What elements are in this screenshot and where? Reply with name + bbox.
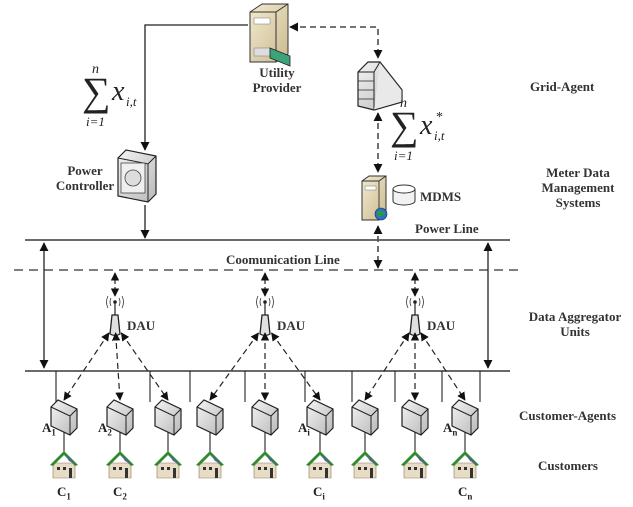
aggregate-schedule-formula: n ∑ i=1 x * i,t xyxy=(388,96,468,166)
dau-agent-link xyxy=(63,332,110,401)
antenna-icon xyxy=(256,295,274,315)
customer-agent-device-icon xyxy=(251,399,279,452)
utility-grid-agent-link xyxy=(289,22,383,59)
utility-to-controller-link xyxy=(140,24,248,151)
formula-variable: x xyxy=(112,76,125,107)
customer-agent-device-icon xyxy=(401,399,429,452)
utility-provider-server-icon xyxy=(249,3,291,67)
dau-unit-icon xyxy=(109,314,121,337)
dau-node xyxy=(256,272,274,337)
dau-label: DAU xyxy=(127,318,156,333)
mdms-label: MDMS xyxy=(420,189,462,204)
layer-dau-line1: Data Aggregator xyxy=(528,309,622,324)
power-controller-label: Power Controller xyxy=(55,163,115,193)
customer-agent-device-icon xyxy=(106,399,134,452)
grid-agent-server-icon xyxy=(357,61,403,111)
agent-label: A1 xyxy=(42,420,56,438)
antenna-icon xyxy=(106,295,124,315)
utility-provider-label: Utility Provider xyxy=(247,65,307,95)
power-controller-line1: Power xyxy=(67,163,103,178)
customer-agent-device-icon xyxy=(196,399,224,452)
layer-mdms: Meter Data Management Systems xyxy=(528,165,628,210)
dau-node xyxy=(406,272,424,337)
dau-agent-link xyxy=(420,332,466,401)
dau-unit-icon xyxy=(409,314,421,337)
mdms-server-icon xyxy=(361,175,388,221)
dau-label: DAU xyxy=(427,318,456,333)
dau-agent-link xyxy=(209,332,259,401)
dau-agent-link xyxy=(111,332,124,401)
agent-label: A2 xyxy=(98,420,112,438)
formula-subscript: i,t xyxy=(434,128,445,143)
house-icon xyxy=(451,451,479,479)
agent-group xyxy=(50,332,481,479)
agent-label: Ai xyxy=(298,420,310,438)
layer-dau: Data Aggregator Units xyxy=(523,309,627,339)
house-icon xyxy=(306,451,334,479)
power-controller-icon xyxy=(117,149,157,203)
customer-agent-device-icon xyxy=(351,399,379,452)
formula-lower: i=1 xyxy=(86,114,105,129)
formula-lower: i=1 xyxy=(394,148,413,163)
formula-upper: n xyxy=(92,62,99,77)
customer-label: C1 xyxy=(57,484,71,502)
dau-node xyxy=(106,272,124,337)
sigma-symbol: ∑ xyxy=(390,103,419,148)
layer-dau-line2: Units xyxy=(560,324,590,339)
house-icon xyxy=(154,451,182,479)
formula-star: * xyxy=(436,110,443,125)
dau-unit-icon xyxy=(259,314,271,337)
formula-subscript: i,t xyxy=(126,94,137,109)
layer-mdms-line3: Systems xyxy=(555,195,601,210)
house-icon xyxy=(251,451,279,479)
power-controller-line2: Controller xyxy=(55,178,115,193)
aggregate-demand-formula: n ∑ i=1 x i,t xyxy=(80,62,160,132)
house-icon xyxy=(401,451,429,479)
mdms-database-icon xyxy=(392,184,416,206)
formula-variable: x xyxy=(420,110,433,141)
utility-label-line2: Provider xyxy=(252,80,302,95)
communication-line-label: Coomunication Line xyxy=(226,252,340,267)
dau-label: DAU xyxy=(277,318,306,333)
customer-agent-device-icon xyxy=(50,399,78,452)
house-icon xyxy=(351,451,379,479)
layer-mdms-line1: Meter Data xyxy=(546,165,610,180)
dau-agent-link xyxy=(271,332,321,401)
house-icon xyxy=(50,451,78,479)
house-icon xyxy=(106,451,134,479)
customer-label: C2 xyxy=(113,484,127,502)
customer-agent-device-icon xyxy=(154,399,182,452)
customer-label: Cn xyxy=(458,484,473,502)
dau-agent-link xyxy=(364,332,410,401)
customer-agent-device-icon xyxy=(451,399,479,452)
house-icon xyxy=(196,451,224,479)
utility-label-line1: Utility xyxy=(259,65,295,80)
sigma-symbol: ∑ xyxy=(82,69,111,114)
customer-label: Ci xyxy=(313,484,325,502)
power-line-label: Power Line xyxy=(415,221,479,236)
layer-customers: Customers xyxy=(538,458,598,473)
antenna-icon xyxy=(406,295,424,315)
dau-agent-link xyxy=(120,332,169,401)
agent-label: An xyxy=(443,420,458,438)
formula-upper: n xyxy=(400,96,407,111)
customer-agent-device-icon xyxy=(306,399,334,452)
layer-customer-agents: Customer-Agents xyxy=(519,408,616,423)
layer-grid-agent: Grid-Agent xyxy=(530,79,595,94)
layer-mdms-line2: Management xyxy=(541,180,615,195)
